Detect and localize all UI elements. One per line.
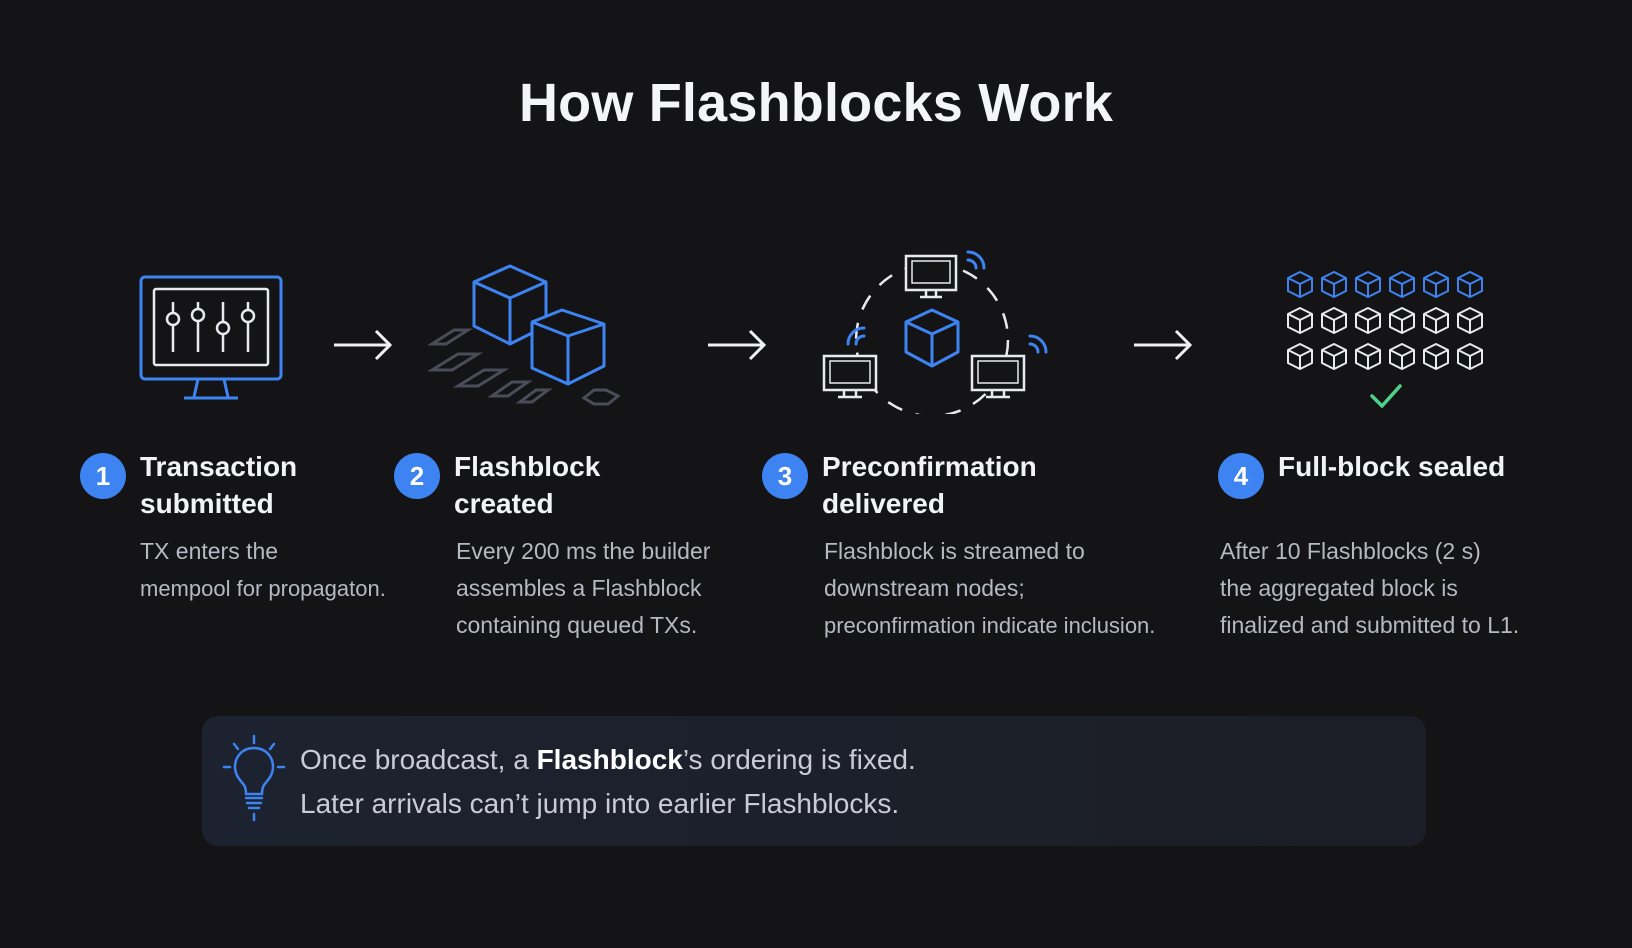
step-title: Transaction submitted xyxy=(140,451,298,519)
info-callout: Once broadcast, a Flashblock’s ordering … xyxy=(202,716,1426,846)
step-title: Full-block sealed xyxy=(1278,451,1506,482)
arrow-right-icon xyxy=(1132,325,1196,365)
monitor-sliders-icon xyxy=(138,272,288,406)
step-2-description: Every 200 ms the builder assembles a Fla… xyxy=(456,538,711,638)
page-title: How Flashblocks Work xyxy=(518,73,1114,133)
step-3-description: Flashblock is streamed to downstream nod… xyxy=(824,538,1156,638)
step-number-badge: 3 xyxy=(762,453,808,499)
callout-text: Once broadcast, a Flashblock’s ordering … xyxy=(300,738,916,826)
block-grid-check-icon xyxy=(1284,268,1494,418)
step-1-description: TX enters the mempool for propagaton. xyxy=(140,538,386,601)
step-number-badge: 4 xyxy=(1218,453,1264,499)
arrow-right-icon xyxy=(706,325,770,365)
step-4-description: After 10 Flashblocks (2 s) the aggregate… xyxy=(1220,538,1520,638)
step-title: Preconfirmation delivered xyxy=(822,451,1037,519)
step-number-badge: 1 xyxy=(80,453,126,499)
callout-line-1: Once broadcast, a Flashblock’s ordering … xyxy=(300,744,916,775)
step-1-heading: 1 Transaction submitted xyxy=(80,448,297,522)
step-3-heading: 3 Preconfirmation delivered xyxy=(762,448,1037,522)
step-2-heading: 2 Flashblock created xyxy=(394,448,600,522)
step-4-heading: 4 Full-block sealed xyxy=(1218,448,1505,499)
callout-line-2: Later arrivals can’t jump into earlier F… xyxy=(300,788,900,819)
step-title: Flashblock created xyxy=(454,451,601,519)
lightbulb-icon xyxy=(222,734,286,824)
stacked-blocks-icon xyxy=(426,262,628,412)
step-number-badge: 2 xyxy=(394,453,440,499)
check-icon xyxy=(1370,384,1402,409)
arrow-right-icon xyxy=(332,325,396,365)
network-broadcast-icon xyxy=(820,244,1060,418)
